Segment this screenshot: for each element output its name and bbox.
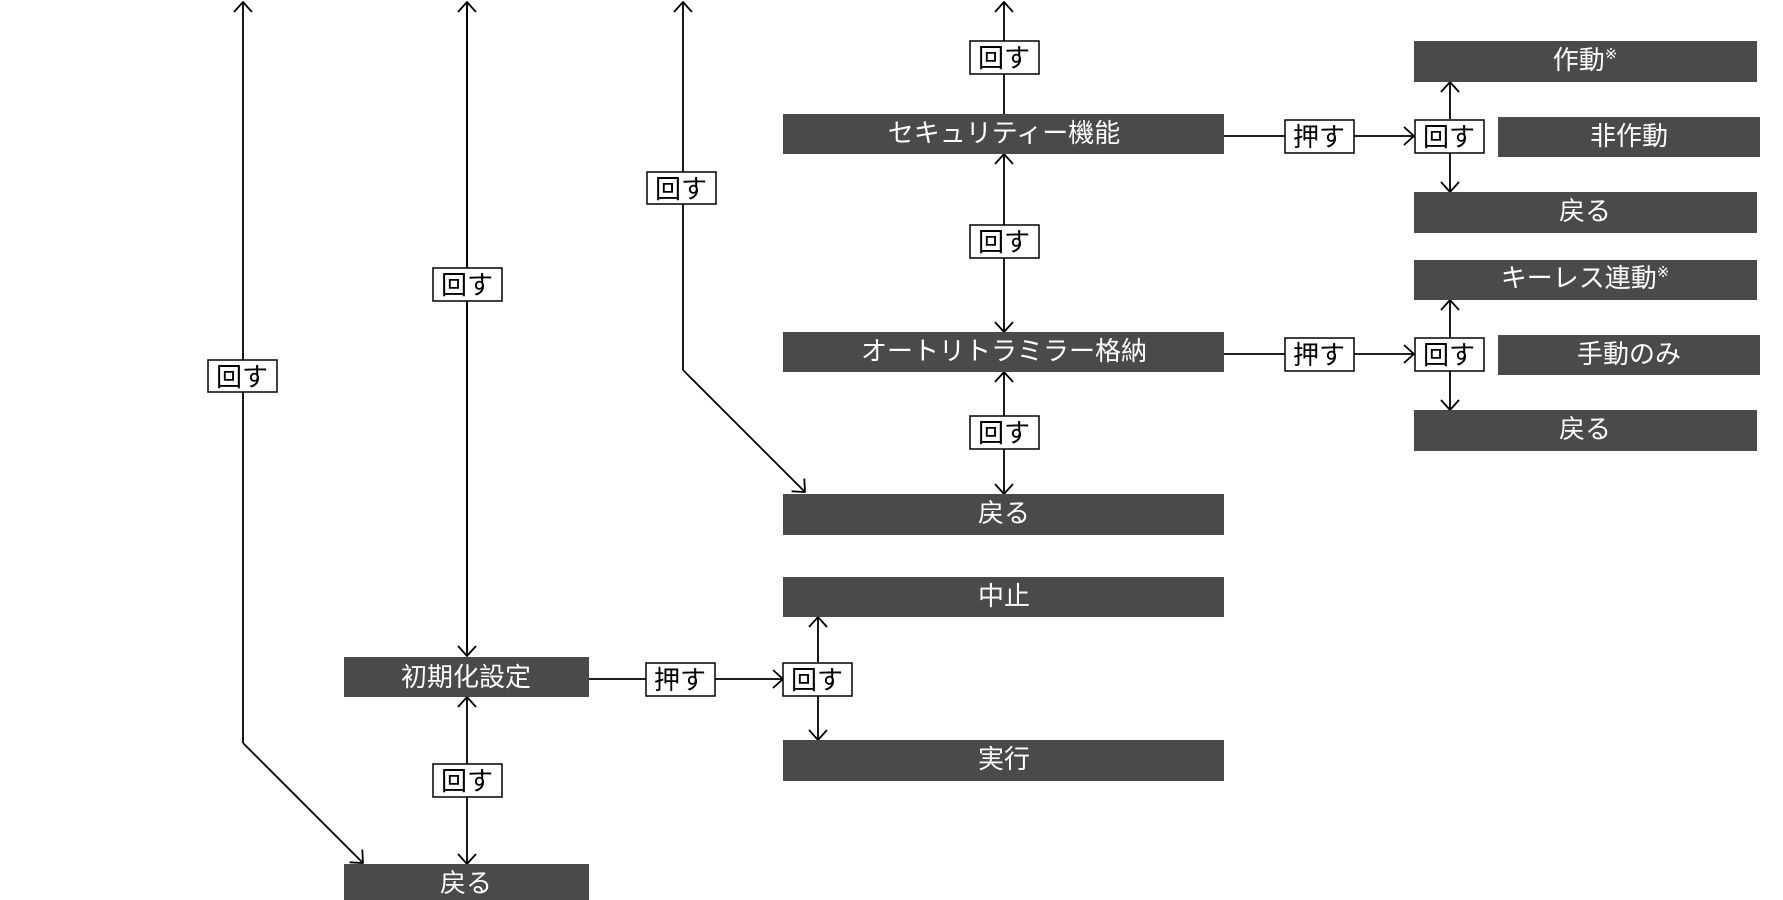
node-back-security-label: 戻る [1559, 197, 1611, 227]
node-init: 初期化設定 [344, 657, 589, 697]
svg-text:回す: 回す [441, 767, 493, 797]
label-rotate-mirror-back: 回す [969, 415, 1040, 450]
menu-nodes: セキュリティー機能 オートリトラミラー格納 戻る 中止 初期化設定 実行 戻る [344, 41, 1760, 900]
node-inactive: 非作動 [1498, 117, 1760, 157]
svg-text:回す: 回す [978, 228, 1030, 258]
label-rotate-top: 回す [969, 40, 1040, 75]
node-keyless-label: キーレス連動 [1501, 264, 1657, 294]
footnote-mark: ※ [1657, 263, 1670, 281]
svg-text:押す: 押す [1293, 123, 1345, 153]
node-back-mirror-label: 戻る [1559, 415, 1611, 445]
node-back-mid-label: 戻る [978, 499, 1030, 529]
node-back-mid: 戻る [783, 494, 1224, 535]
label-rotate-col2: 回す [432, 267, 503, 302]
footnote-mark: ※ [1605, 45, 1618, 63]
label-press-mirror: 押す [1284, 337, 1355, 372]
svg-text:回す: 回す [978, 44, 1030, 74]
svg-text:回す: 回す [655, 175, 707, 205]
svg-text:押す: 押す [654, 666, 706, 696]
edge-col3-down [682, 369, 805, 492]
node-cancel: 中止 [783, 577, 1224, 617]
node-active-label: 作動 [1553, 46, 1605, 76]
node-manual-label: 手動のみ [1577, 340, 1681, 370]
svg-text:回す: 回す [216, 363, 268, 393]
svg-text:回す: 回す [441, 271, 493, 301]
node-mirror: オートリトラミラー格納 [783, 332, 1224, 372]
label-rotate-security-sub: 回す [1414, 119, 1485, 154]
node-back-bottom: 戻る [344, 864, 589, 900]
svg-text:押す: 押す [1293, 341, 1345, 371]
node-keyless: キーレス連動※ [1414, 260, 1757, 300]
node-back-security: 戻る [1414, 192, 1757, 233]
label-rotate-col3: 回す [646, 171, 717, 205]
node-active: 作動※ [1414, 41, 1757, 82]
svg-text:回す: 回す [978, 419, 1030, 449]
label-press-security: 押す [1284, 119, 1355, 154]
label-rotate-security-mirror: 回す [969, 224, 1040, 259]
node-security-label: セキュリティー機能 [888, 119, 1120, 149]
svg-text:作動※: 作動※ [1553, 45, 1618, 76]
node-back-bottom-label: 戻る [440, 869, 492, 899]
label-rotate-mirror-sub: 回す [1414, 337, 1485, 372]
node-init-label: 初期化設定 [401, 663, 531, 693]
node-cancel-label: 中止 [978, 582, 1030, 612]
action-labels: 回す 回す 回す 回す 回す 回す 回す 押す [207, 40, 1485, 798]
label-rotate-col1: 回す [207, 359, 278, 393]
node-back-mirror: 戻る [1414, 410, 1757, 451]
edge-col1-down [242, 742, 363, 863]
label-rotate-init-sub: 回す [782, 662, 853, 697]
node-manual: 手動のみ [1498, 335, 1760, 375]
node-execute: 実行 [783, 740, 1224, 781]
node-security: セキュリティー機能 [783, 114, 1224, 154]
label-press-init: 押す [645, 662, 716, 697]
node-inactive-label: 非作動 [1590, 122, 1668, 152]
svg-text:回す: 回す [1423, 123, 1475, 153]
svg-text:回す: 回す [1423, 341, 1475, 371]
svg-text:回す: 回す [791, 666, 843, 696]
label-rotate-init-back: 回す [432, 763, 503, 798]
svg-text:キーレス連動※: キーレス連動※ [1501, 263, 1670, 294]
node-execute-label: 実行 [978, 745, 1030, 775]
node-mirror-label: オートリトラミラー格納 [861, 337, 1147, 367]
